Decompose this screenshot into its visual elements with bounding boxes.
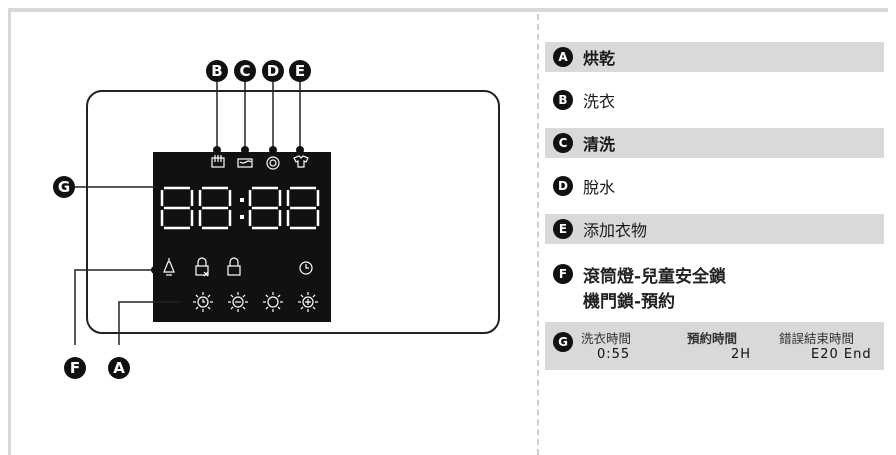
spin-icon — [266, 156, 280, 170]
g-header-error-end-time: 錯誤結束時間 — [779, 331, 855, 346]
sun-minus-icon — [228, 292, 248, 312]
panel-drawing — [74, 80, 320, 345]
sun-icon — [263, 292, 283, 312]
legend-label: 添加衣物 — [583, 221, 648, 240]
wash-tub-icon — [237, 158, 253, 168]
sun-plus-icon — [298, 292, 318, 312]
g-header-reserve-time: 預約時間 — [687, 331, 738, 346]
legend-row-f: F 滾筒燈-兒童安全鎖 機門鎖-預約 — [545, 256, 884, 316]
callout-d: D — [262, 60, 284, 82]
legend-row-b: B 洗衣 — [545, 85, 884, 115]
clock-icon — [299, 261, 313, 275]
panel-bezel — [86, 90, 500, 334]
legend-badge: G — [553, 332, 573, 352]
g-header-wash-time: 洗衣時間 — [581, 331, 632, 346]
wash-hand-icon — [211, 155, 225, 168]
digit-3 — [248, 186, 282, 230]
lcd-display — [153, 152, 331, 322]
callout-g: G — [53, 176, 75, 198]
column-divider — [537, 14, 539, 455]
digit-2 — [198, 186, 232, 230]
legend-label: 清洗 — [583, 135, 616, 154]
callout-b: B — [206, 60, 228, 82]
g-value-wash-time: 0:55 — [597, 347, 631, 362]
legend-row-g: G 洗衣時間 0:55 預約時間 2H 錯誤結束時間 E20 End — [545, 322, 884, 370]
legend-badge: A — [553, 47, 573, 67]
callout-c: C — [234, 60, 256, 82]
door-lock-icon — [227, 257, 241, 276]
callout-e: E — [289, 60, 311, 82]
legend-row-c: C 清洗 — [545, 128, 884, 158]
legend-label: 烘乾 — [583, 49, 616, 68]
digit-4 — [286, 186, 320, 230]
legend-badge: F — [553, 264, 573, 284]
top-border — [8, 8, 888, 12]
legend-label: 洗衣 — [583, 92, 616, 111]
lamp-icon — [163, 258, 175, 276]
legend-row-a: A 烘乾 — [545, 42, 884, 72]
legend-row-e: E 添加衣物 — [545, 214, 884, 244]
sun-timer-icon — [193, 292, 213, 312]
add-clothes-icon — [293, 155, 309, 168]
legend-row-d: D 脫水 — [545, 171, 884, 201]
legend-label-line1: 滾筒燈-兒童安全鎖 — [583, 267, 727, 287]
left-border — [8, 8, 11, 455]
callout-a: A — [108, 357, 130, 379]
legend-badge: C — [553, 133, 573, 153]
legend-label-line2: 機門鎖-預約 — [583, 292, 676, 312]
callout-f: F — [64, 357, 86, 379]
legend-badge: E — [553, 219, 573, 239]
digit-1 — [160, 186, 194, 230]
g-value-error-end-time: E20 End — [811, 347, 872, 362]
seven-segment-digits — [160, 186, 320, 230]
legend-badge: B — [553, 90, 573, 110]
legend-label: 脫水 — [583, 178, 616, 197]
g-value-reserve-time: 2H — [731, 347, 752, 362]
legend-badge: D — [553, 176, 573, 196]
child-lock-icon — [195, 257, 209, 277]
